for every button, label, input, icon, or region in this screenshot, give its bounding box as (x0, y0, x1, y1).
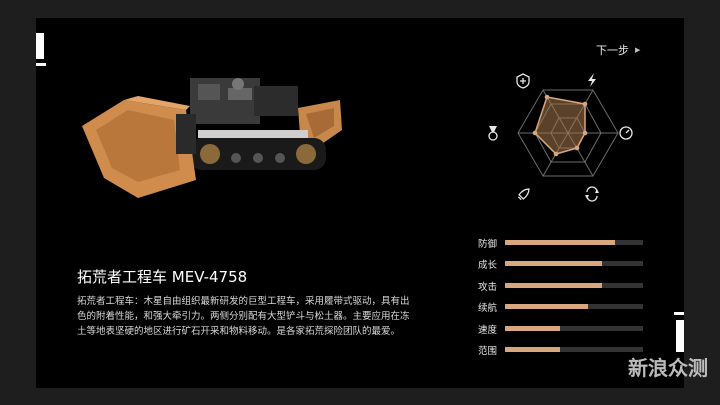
stat-bar-track (505, 240, 643, 245)
stat-row: 成长 (478, 257, 648, 271)
medal-icon (488, 126, 498, 141)
stat-label: 攻击 (478, 281, 498, 293)
watermark-logo: 新浪众测 (628, 356, 708, 380)
corner-bracket-top-left (36, 63, 46, 66)
stat-row: 范围 (478, 343, 648, 357)
stat-label: 范围 (478, 346, 498, 357)
stat-bar-fill (505, 304, 588, 310)
stat-bar-track (505, 347, 643, 352)
stat-bar-fill (505, 347, 561, 352)
next-step-label: 下一步 (596, 44, 629, 57)
stat-bar-track (505, 325, 643, 331)
stat-row: 速度 (478, 322, 648, 336)
stat-row: 攻击 (478, 279, 648, 293)
shield-plus-icon (516, 73, 530, 89)
stat-label: 成长 (478, 260, 498, 272)
refresh-icon (585, 186, 599, 202)
corner-bracket-bottom-right (674, 312, 684, 315)
stat-row: 防御 (478, 236, 648, 250)
rocket-icon (517, 188, 530, 201)
next-step-button[interactable]: 下一步 ▶ (596, 42, 640, 58)
stat-bar-track (505, 282, 643, 288)
vehicle-title: 拓荒者工程车 MEV-4758 (77, 268, 248, 286)
play-arrow-icon: ▶ (635, 46, 641, 54)
corner-bracket-top-left (36, 33, 44, 59)
stat-bar-fill (505, 261, 602, 267)
attribute-radar-chart (488, 73, 633, 202)
clock-icon (619, 126, 633, 140)
vehicle-description: 拓荒者工程车：木星自由组织最新研发的巨型工程车，采用履带式驱动，具有出色的附着性… (77, 296, 410, 337)
stat-label: 速度 (478, 324, 498, 336)
stat-bar-track (505, 304, 643, 310)
vehicle-image (82, 78, 342, 198)
stat-label: 续航 (478, 303, 498, 315)
stat-bar-track (505, 261, 643, 267)
corner-bracket-bottom-right (676, 320, 684, 352)
lightning-icon (588, 73, 596, 87)
stat-row: 续航 (478, 300, 648, 314)
stat-bar-fill (505, 325, 561, 331)
stat-label: 防御 (478, 239, 498, 250)
stat-bar-fill (505, 240, 616, 245)
stat-bar-fill (505, 282, 602, 288)
